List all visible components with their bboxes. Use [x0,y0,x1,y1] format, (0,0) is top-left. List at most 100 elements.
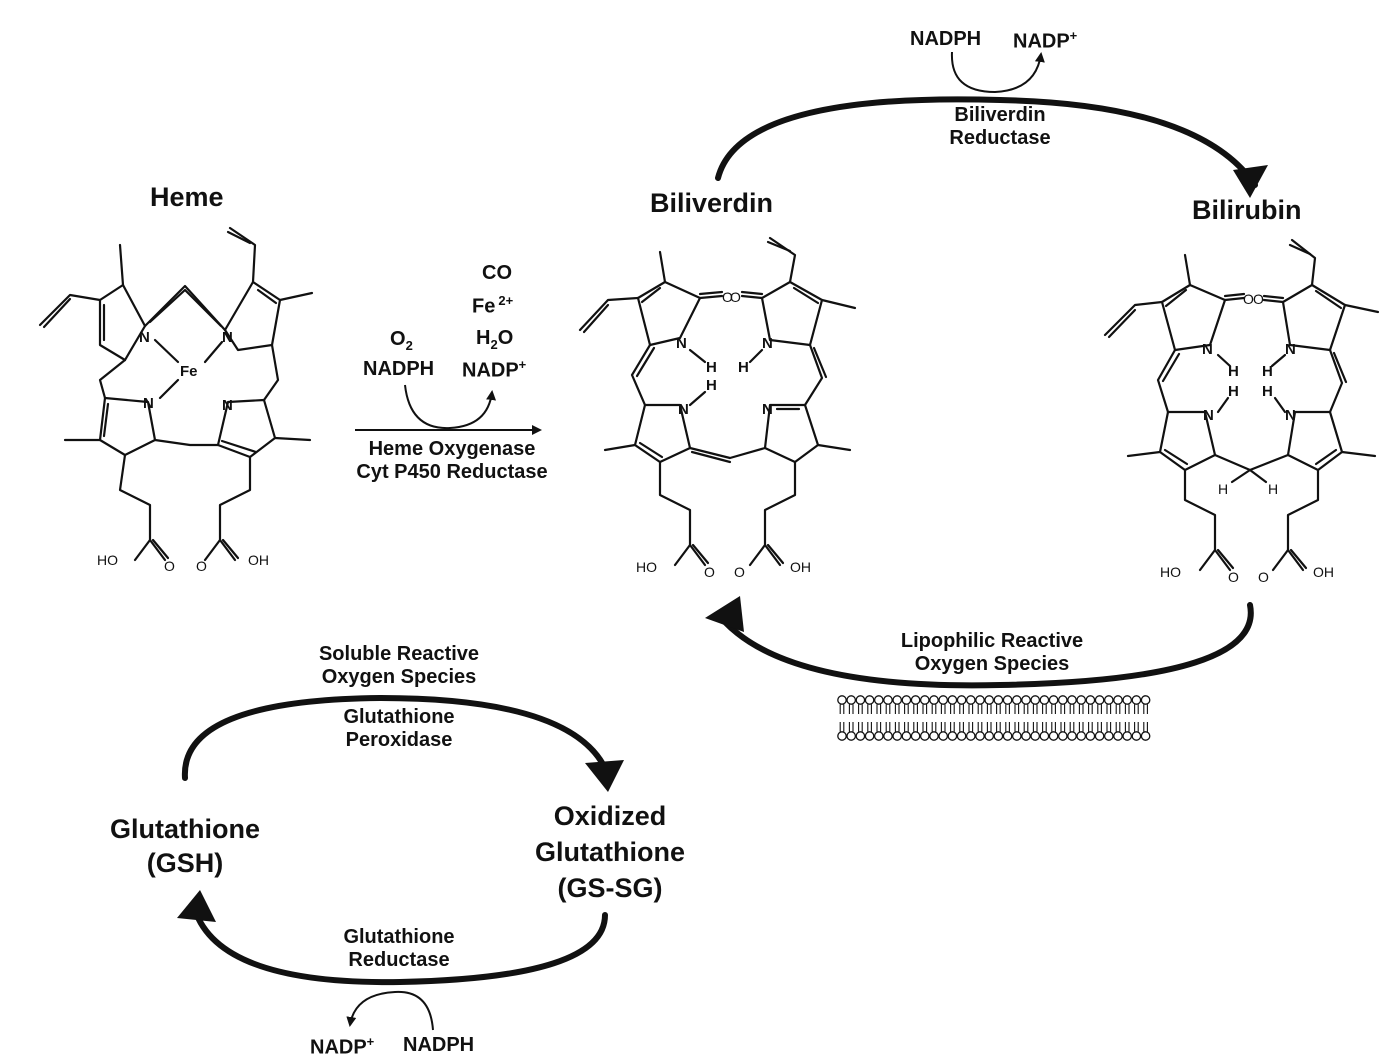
bvr-nadp-sup: + [1069,28,1078,43]
svg-text:O: O [1243,291,1254,307]
fe-symbol: Fe [472,295,496,318]
biliverdin-atoms: O O N N H H H N N HO O O OH [636,289,811,580]
h2o-h: H [476,327,491,349]
gpx-line-2: Peroxidase [345,729,453,751]
heme-oxygenase-enzyme: Heme Oxygenase Cyt P450 Reductase [338,438,566,484]
biliverdin-reductase-enzyme: Biliverdin Reductase [920,104,1080,150]
gssg-line-1: Oxidized [553,801,667,831]
lipid-bilayer-icon [837,695,1151,741]
svg-text:Fe: Fe [180,363,198,380]
svg-text:O: O [196,558,207,574]
gsh-label: Glutathione (GSH) [85,812,285,880]
enzyme-line-1: Heme Oxygenase [368,438,536,460]
fe-charge: 2+ [498,293,514,308]
svg-text:N: N [762,401,773,418]
gr-nadp-base: NADP [310,1036,367,1059]
gsh-line-1: Glutathione [110,814,260,844]
svg-text:OH: OH [1313,564,1334,580]
svg-text:N: N [139,329,150,346]
glutathione-peroxidase-label: Glutathione Peroxidase [310,706,488,752]
glutathione-reductase-arc [192,907,608,986]
substrate-nadph: NADPH [363,358,435,380]
bilirubin-structure [1103,238,1380,572]
gr-cofactor-out: NADP+ [310,1034,374,1060]
svg-text:N: N [762,335,773,352]
bilirubin-atoms: O O N N H H H H N N H H HO O O OH [1160,291,1334,585]
bvr-line-1: Biliverdin [954,104,1046,126]
heme-label: Heme [150,182,224,212]
bvr-cofactor-out: NADP+ [1013,28,1077,54]
gssg-line-2: Glutathione [535,837,685,867]
svg-text:H: H [1262,383,1273,400]
gpx-line-1: Glutathione [343,706,455,728]
heme-oxygenase-cofactor-arrow [404,384,497,430]
svg-text:H: H [1228,383,1239,400]
h2o-sub: 2 [490,337,498,352]
glutathione-reductase-arrowhead [177,890,216,922]
gssg-label: Oxidized Glutathione (GS-SG) [510,798,710,906]
substrate-o2: O2 [390,328,413,353]
gr-line-1: Glutathione [343,926,455,948]
lros-line-1: Lipophilic Reactive [900,630,1084,652]
svg-text:O: O [1228,569,1239,585]
biliverdin-reductase-arrowhead [1233,165,1268,198]
svg-text:H: H [1262,363,1273,380]
svg-text:HO: HO [1160,564,1181,580]
svg-text:O: O [164,558,175,574]
gr-nadp-sup: + [366,1034,375,1049]
bilirubin-label: Bilirubin [1192,195,1302,225]
svg-text:HO: HO [636,559,657,575]
svg-text:N: N [222,397,233,414]
nadp-base: NADP [462,359,519,382]
o2-sub: 2 [405,338,413,353]
biliverdin-structure [578,236,857,567]
biliverdin-label: Biliverdin [650,188,774,218]
svg-text:HO: HO [97,552,118,568]
enzyme-line-2: Cyt P450 Reductase [356,461,548,483]
svg-text:O: O [734,564,745,580]
glutathione-peroxidase-arrowhead [585,760,624,792]
product-h2o: H2O [476,327,513,352]
svg-text:H: H [706,359,717,376]
bvr-cofactor-in: NADPH [910,28,982,50]
o2-base: O [390,328,406,350]
product-nadp: NADP+ [462,357,526,383]
svg-text:N: N [1285,341,1296,358]
glutathione-reductase-label: Glutathione Reductase [310,926,488,972]
heme-atoms: N N N N Fe HO O O OH [97,329,269,574]
biliverdin-reductase-arc [715,96,1258,188]
gsh-line-2: (GSH) [146,848,224,878]
sros-line-2: Oxygen Species [321,666,477,688]
svg-text:O: O [730,289,741,305]
soluble-ros-label: Soluble Reactive Oxygen Species [290,643,508,689]
svg-text:N: N [676,335,687,352]
svg-text:N: N [1285,407,1296,424]
bvr-nadp-base: NADP [1013,30,1070,53]
svg-text:N: N [143,395,154,412]
lipophilic-ros-label: Lipophilic Reactive Oxygen Species [872,630,1112,676]
lipophilic-ros-arc [722,602,1254,689]
svg-text:H: H [738,359,749,376]
sros-line-1: Soluble Reactive [318,643,480,665]
nadp-sup: + [518,357,527,372]
product-co: CO [482,262,512,284]
svg-text:N: N [1203,407,1214,424]
svg-text:OH: OH [790,559,811,575]
svg-text:N: N [678,401,689,418]
svg-text:H: H [1268,481,1278,497]
gr-line-2: Reductase [348,949,450,971]
svg-text:H: H [706,377,717,394]
glutathione-peroxidase-arc [181,694,608,781]
glutathione-reductase-cofactor-arrow [346,990,434,1031]
gr-cofactor-in: NADPH [403,1034,475,1056]
svg-text:OH: OH [248,552,269,568]
biliverdin-reductase-cofactor-arrow [950,51,1045,94]
svg-text:O: O [1253,291,1264,307]
svg-text:O: O [1258,569,1269,585]
bvr-line-2: Reductase [949,127,1051,149]
svg-text:H: H [1218,481,1228,497]
svg-text:O: O [704,564,715,580]
